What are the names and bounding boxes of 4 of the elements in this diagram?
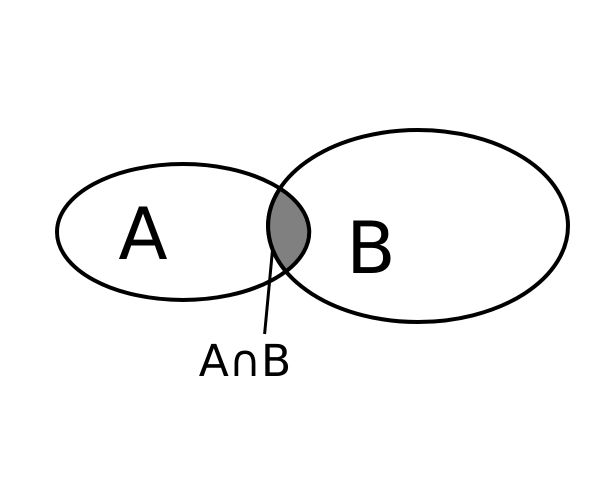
intersection-label: A∩B [198, 340, 292, 384]
set-label: A [118, 198, 168, 270]
leader-line [263, 248, 274, 334]
set-label: B [346, 212, 396, 284]
